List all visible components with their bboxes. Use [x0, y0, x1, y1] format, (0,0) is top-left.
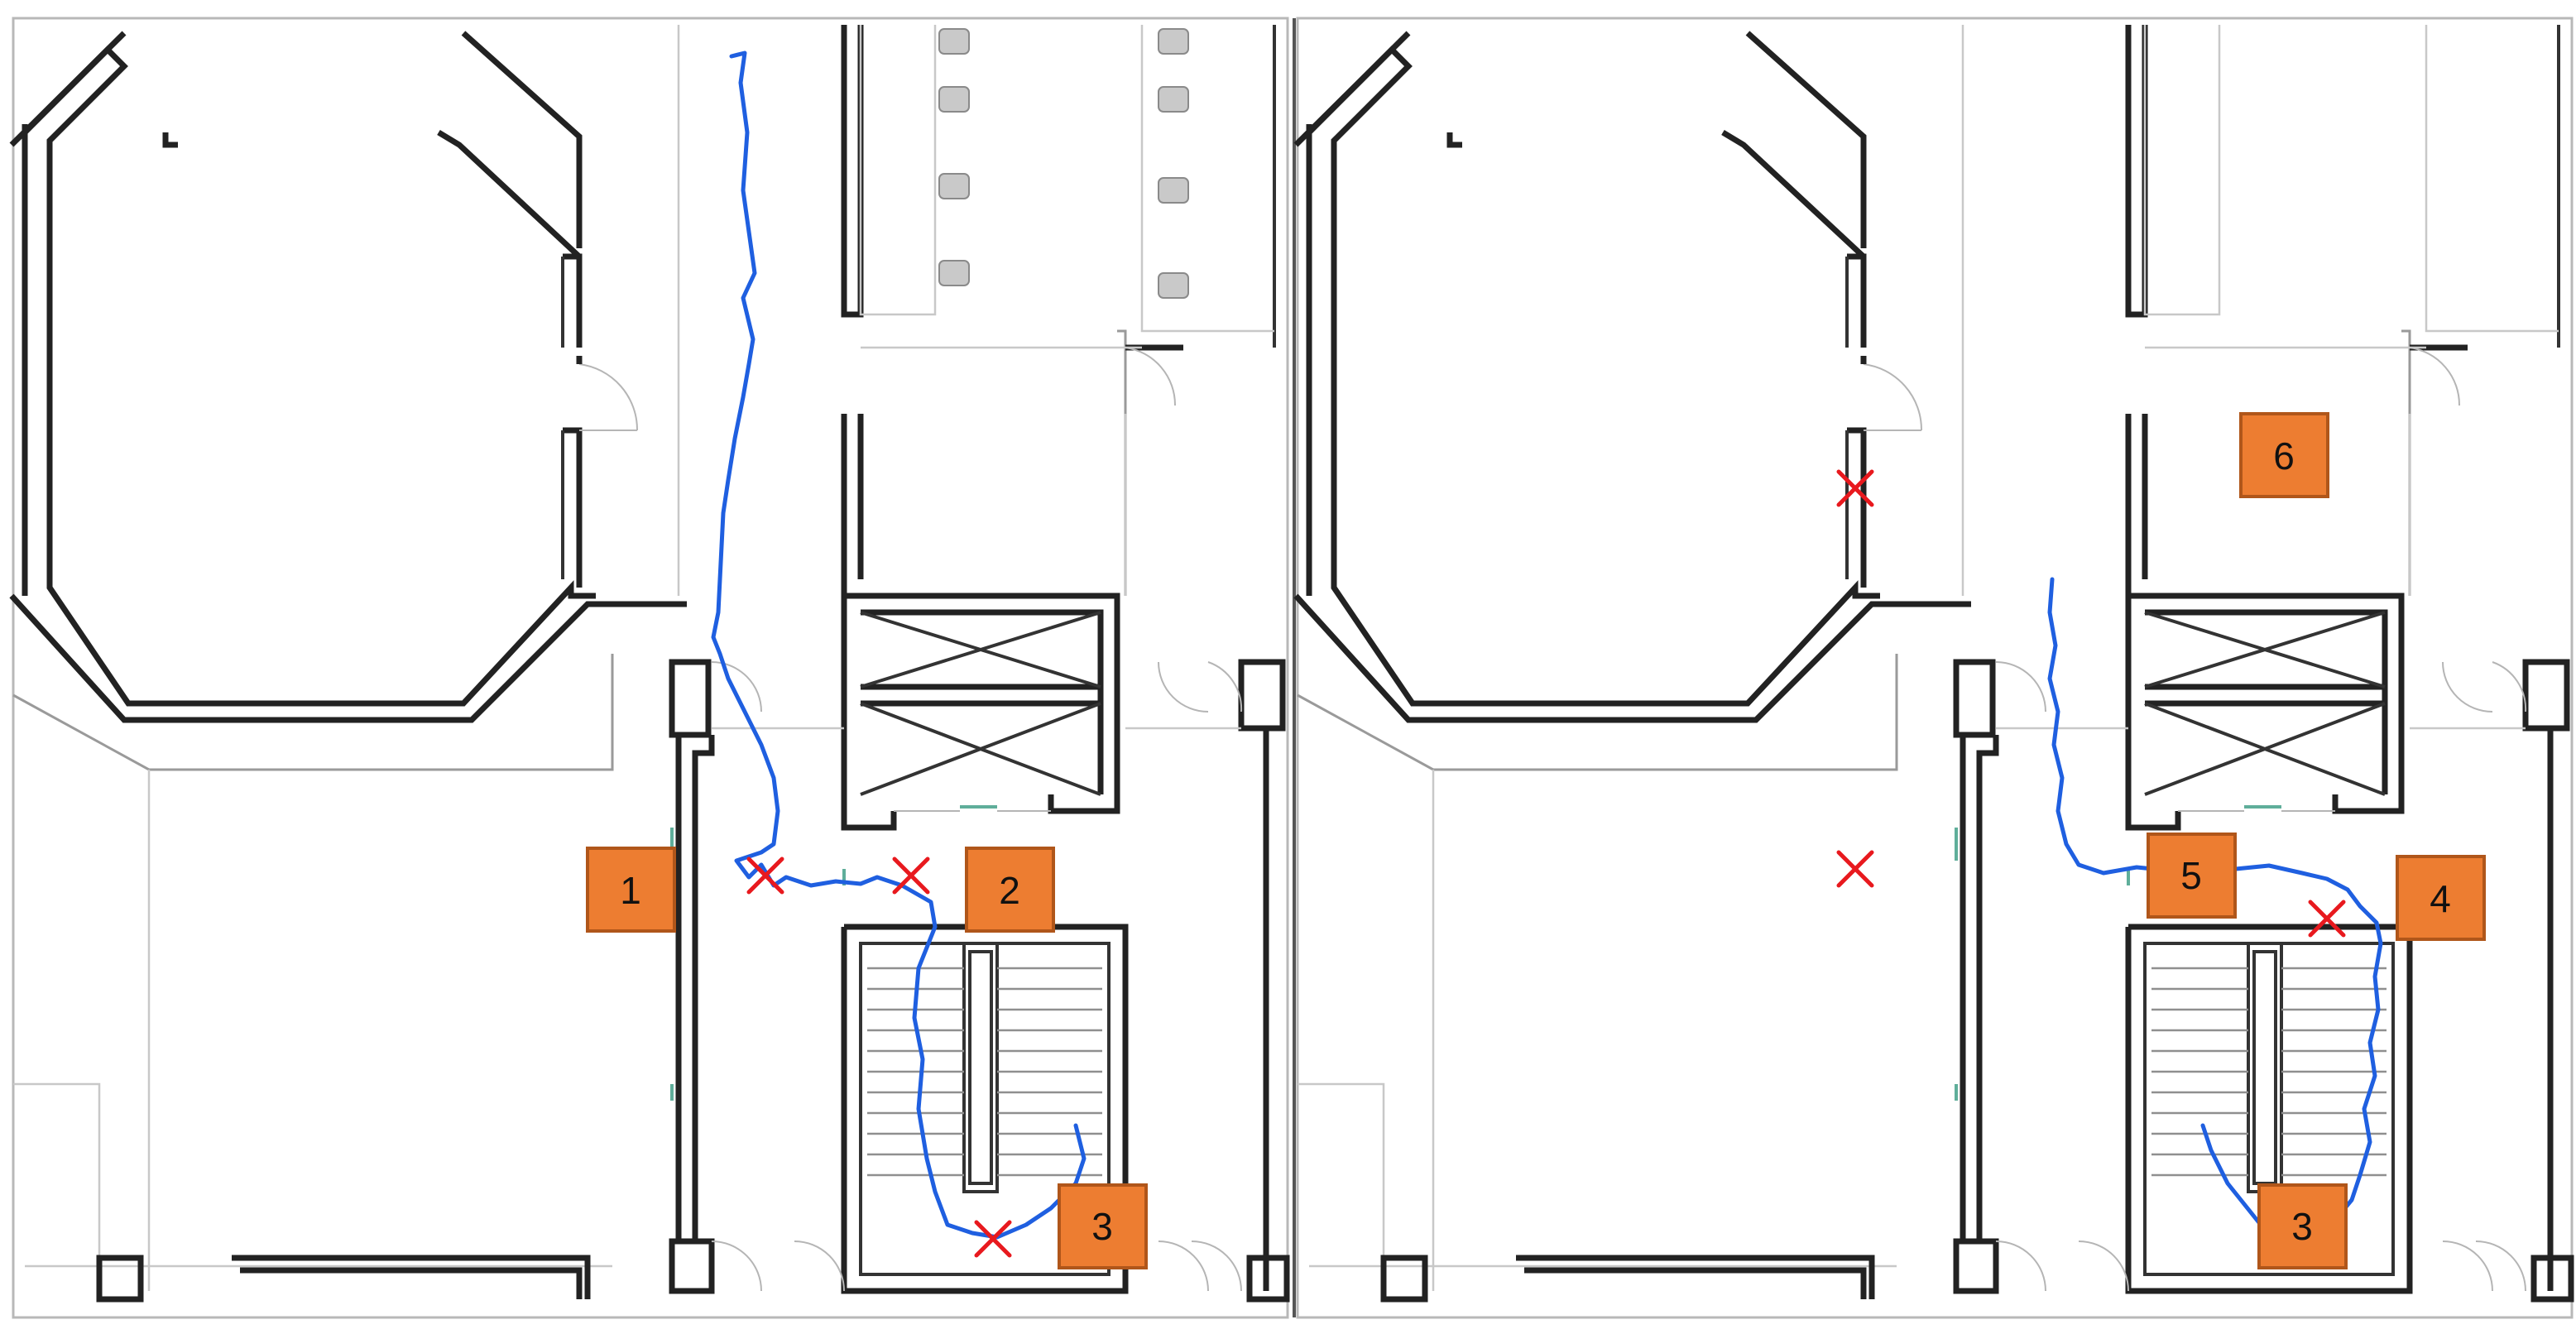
marker-label: 3 — [2291, 1205, 2313, 1248]
x-marker — [2308, 900, 2346, 938]
staircase — [866, 967, 1104, 1177]
building-walls — [1296, 18, 2572, 1317]
marker-label: 6 — [2273, 434, 2295, 477]
x-marker — [1836, 850, 1874, 888]
staircase — [2150, 967, 2388, 1177]
marker-label: 3 — [1091, 1205, 1113, 1248]
numbered-marker: 3 — [2257, 1183, 2348, 1269]
marker-label: 5 — [2180, 854, 2202, 897]
numbered-marker: 2 — [965, 847, 1055, 933]
trajectory-path-left — [711, 50, 1087, 1240]
x-marker — [974, 1220, 1012, 1258]
building-walls — [12, 18, 1288, 1317]
floor-plan-left: 1 2 3 — [12, 18, 1288, 1317]
marker-label: 1 — [620, 869, 641, 912]
numbered-marker: 3 — [1058, 1183, 1148, 1269]
numbered-marker: 5 — [2147, 833, 2237, 919]
chair-column — [938, 28, 1189, 299]
x-marker — [892, 857, 930, 895]
x-marker — [746, 857, 784, 895]
marker-label: 4 — [2430, 877, 2451, 920]
floor-plan-right: 3 4 5 6 — [1296, 18, 2572, 1317]
x-marker — [1836, 469, 1874, 507]
numbered-marker: 1 — [586, 847, 676, 933]
numbered-marker: 4 — [2396, 855, 2486, 941]
marker-label: 2 — [999, 869, 1020, 912]
numbered-marker: 6 — [2239, 412, 2329, 498]
